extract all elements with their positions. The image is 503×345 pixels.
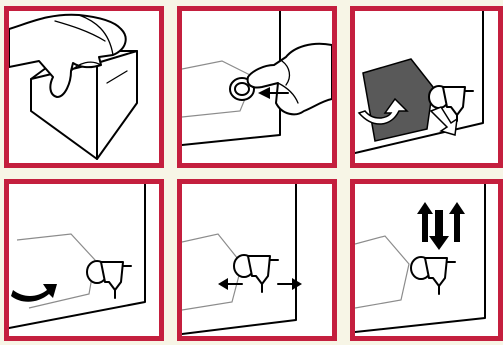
flap-outline	[355, 236, 409, 308]
flap-outline	[182, 234, 242, 310]
step-6-panel	[350, 179, 503, 341]
arrows-up-down-icon	[417, 202, 465, 250]
curved-arrow-icon	[11, 284, 57, 302]
step-2-illustration	[182, 11, 332, 163]
step-4-panel	[4, 179, 164, 341]
step-3-panel	[350, 6, 503, 168]
tap-icon	[411, 257, 455, 294]
tap-icon	[87, 261, 131, 298]
step-6-illustration	[355, 184, 498, 336]
step-3-illustration	[355, 11, 498, 163]
step-2-panel	[177, 6, 337, 168]
step-1-illustration	[9, 11, 159, 163]
tap-icon	[234, 255, 278, 292]
step-5-illustration	[182, 184, 332, 336]
step-4-illustration	[9, 184, 159, 336]
box-side	[9, 184, 145, 328]
arrow-right-icon	[278, 278, 302, 290]
step-5-panel	[177, 179, 337, 341]
bag-icon	[363, 59, 433, 141]
step-1-panel	[4, 6, 164, 168]
hand-icon	[248, 44, 332, 115]
